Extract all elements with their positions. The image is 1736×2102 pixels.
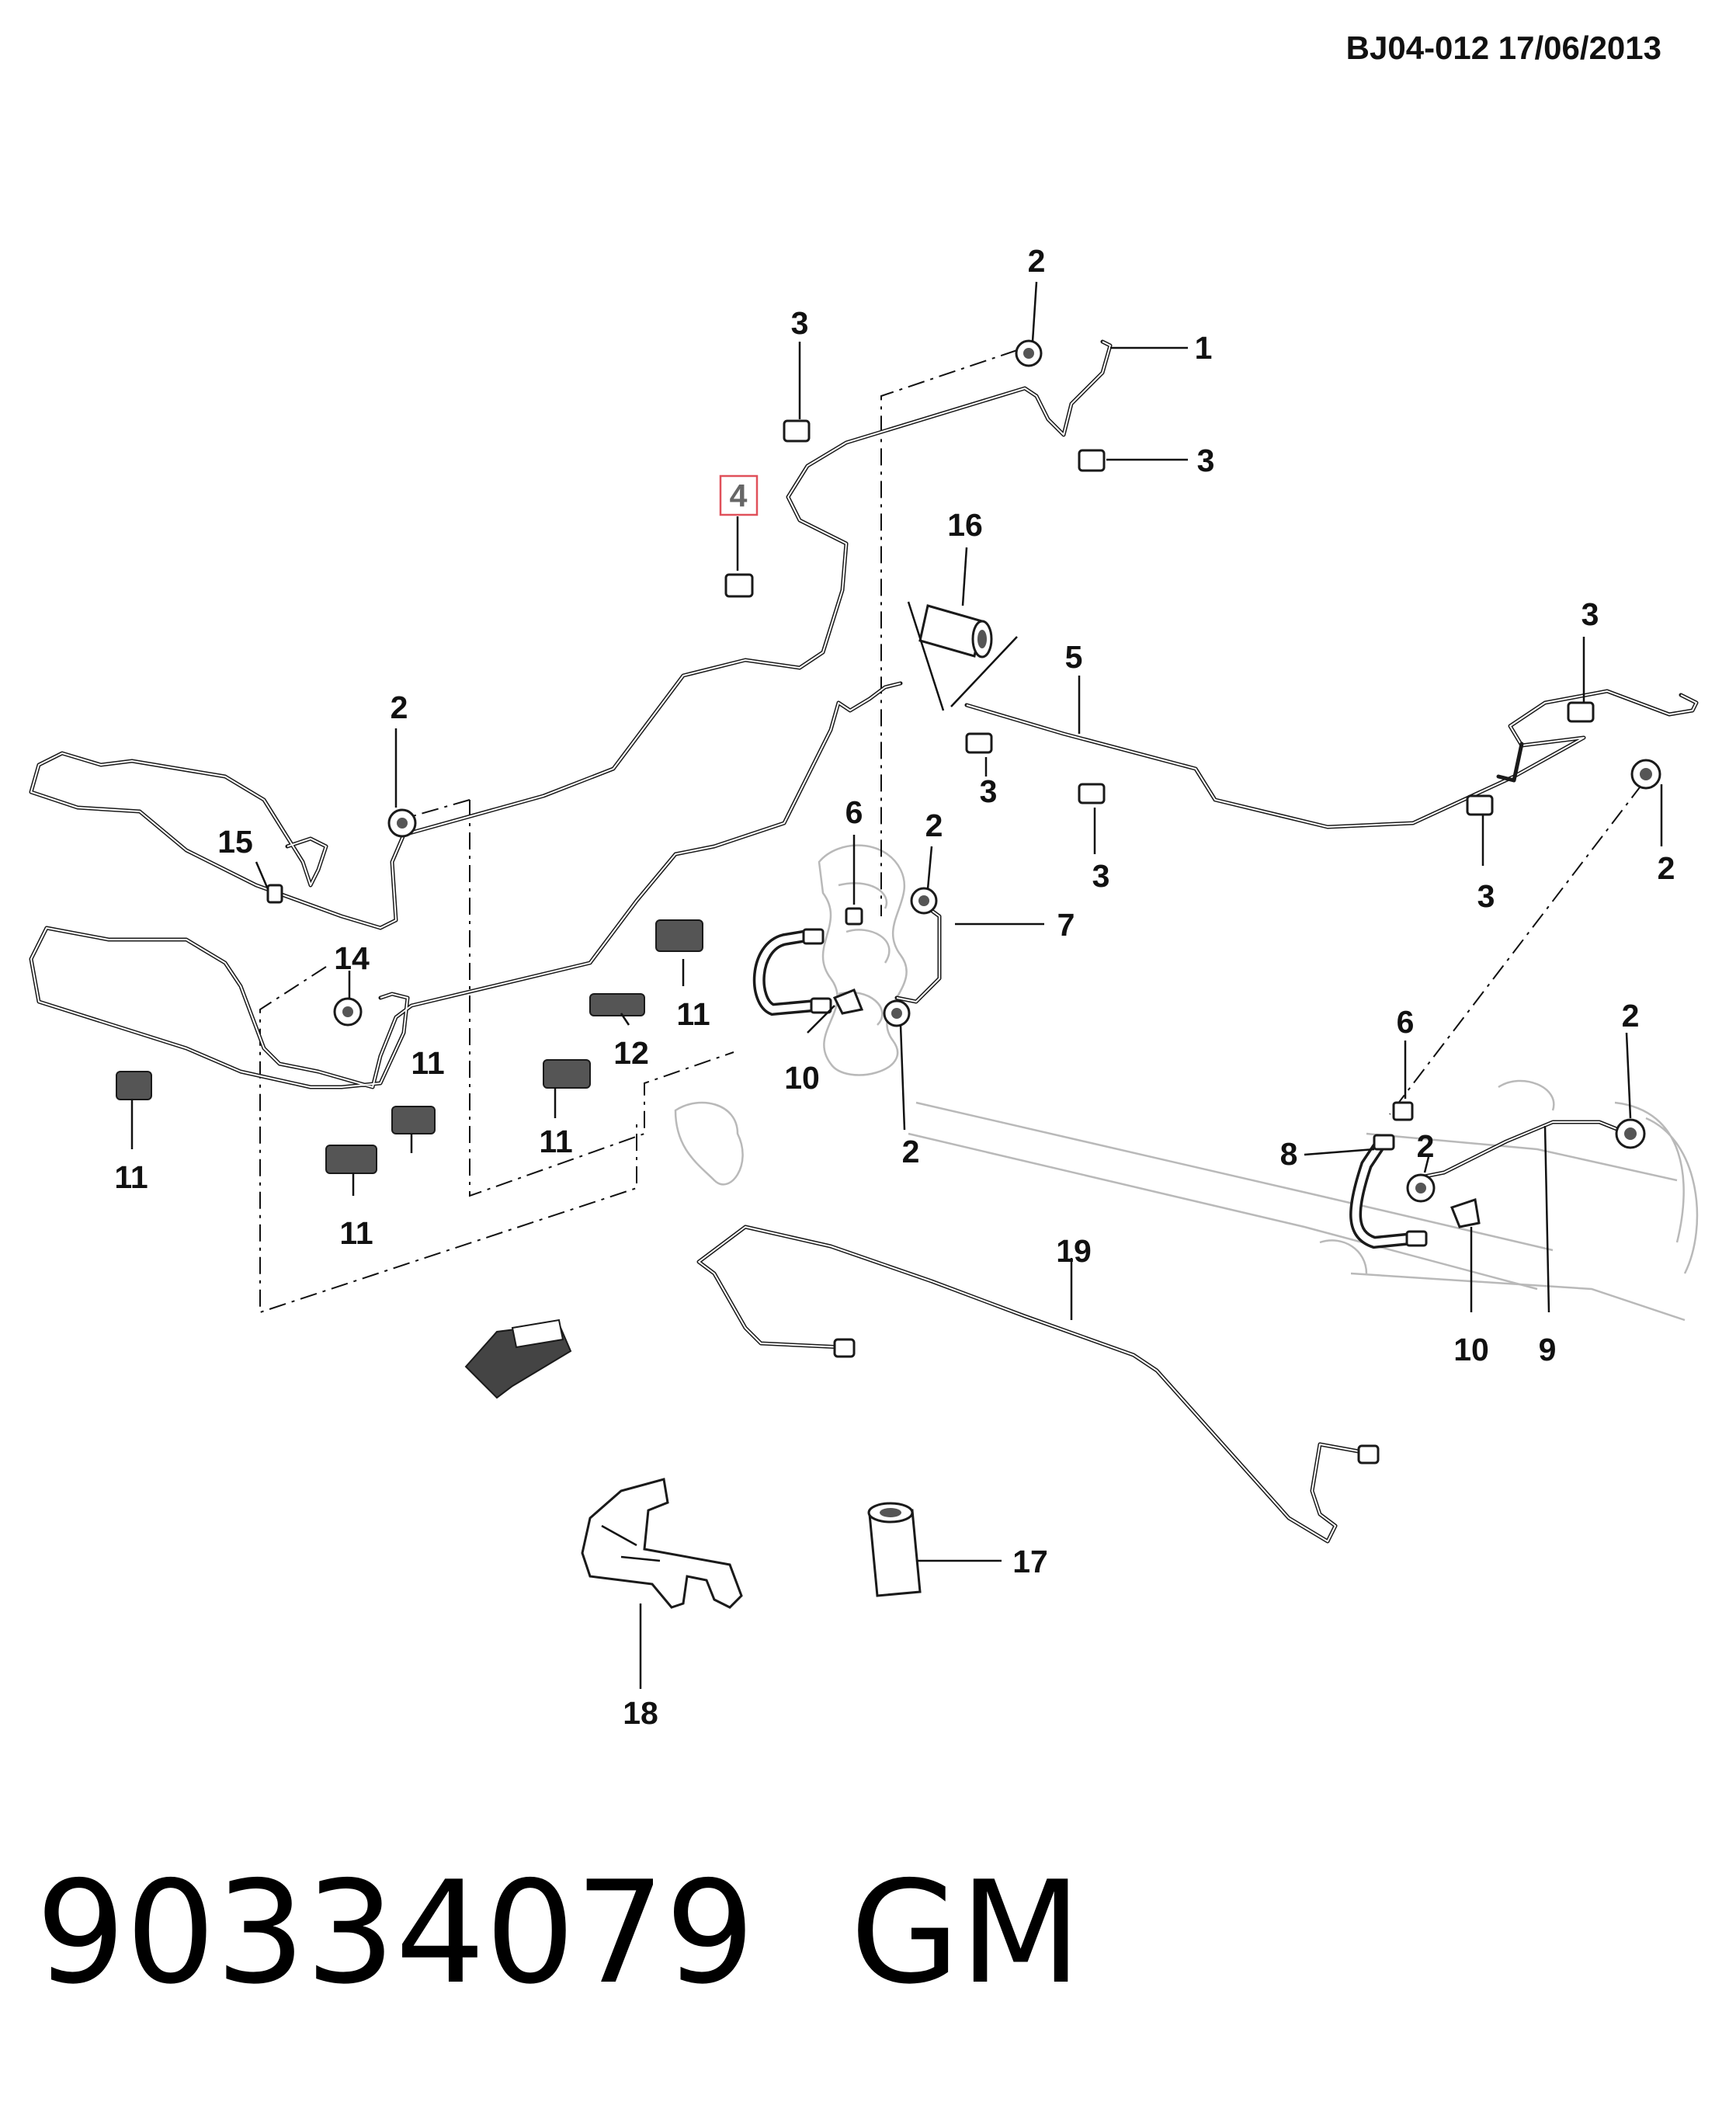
callout-10: 10 <box>1453 1332 1489 1367</box>
clip-4 <box>724 573 754 598</box>
callout-3: 3 <box>791 305 809 341</box>
clip-11b <box>543 1059 591 1089</box>
connector-16 <box>907 601 1018 711</box>
highlight-box <box>719 474 759 516</box>
callout-3: 3 <box>1477 878 1495 914</box>
dashed-reference-lines <box>259 349 1643 1314</box>
clip-3c <box>965 732 993 754</box>
bracket-18 <box>581 1478 743 1609</box>
brake-line-upper <box>29 339 1113 930</box>
callout-2: 2 <box>391 690 408 725</box>
clip-6b <box>1392 1101 1414 1121</box>
callout-2: 2 <box>1658 850 1675 886</box>
callout-2: 2 <box>1622 998 1640 1034</box>
callout-1: 1 <box>1195 330 1213 366</box>
hose-8 <box>1349 1134 1428 1249</box>
brake-line-19 <box>696 1225 1380 1544</box>
clip-11a <box>655 919 703 952</box>
clip-3f <box>1466 794 1494 816</box>
brake-line-lower <box>29 681 903 1089</box>
callout-16: 16 <box>947 507 983 543</box>
callout-19: 19 <box>1056 1233 1092 1269</box>
callout-10: 10 <box>784 1060 820 1096</box>
callout-12: 12 <box>613 1035 649 1071</box>
callout-11: 11 <box>114 1159 148 1195</box>
clip-3b <box>1078 449 1106 472</box>
clips <box>116 419 1595 1228</box>
leader-lines <box>130 281 1663 1689</box>
callout-8: 8 <box>1280 1136 1298 1172</box>
clip-6a <box>845 907 863 926</box>
callout-2: 2 <box>1417 1128 1435 1164</box>
clip-3e <box>1567 701 1595 723</box>
callout-2: 2 <box>902 1134 920 1169</box>
diagram-reference: BJ04-012 17/06/2013 <box>1346 30 1661 66</box>
clip-10a <box>832 988 864 1015</box>
callout-3: 3 <box>1197 443 1215 478</box>
callout-11: 11 <box>411 1045 444 1081</box>
fitting-19a <box>833 1338 856 1358</box>
callout-3: 3 <box>1092 858 1110 894</box>
callout-18: 18 <box>623 1695 658 1731</box>
callout-3: 3 <box>1581 596 1599 632</box>
clip-10b <box>1450 1198 1481 1228</box>
hose-7 <box>752 928 832 1016</box>
brake-line-5 <box>964 689 1699 829</box>
callout-11: 11 <box>339 1215 373 1251</box>
callout-4: 4 <box>730 478 748 513</box>
callout-6: 6 <box>845 794 863 830</box>
clip-12 <box>589 993 645 1016</box>
callout-5: 5 <box>1065 639 1083 675</box>
fitting-nuts <box>333 339 1661 1203</box>
fitting-19b <box>1357 1444 1380 1464</box>
front-direction-arrow-icon <box>464 1319 572 1399</box>
callout-17: 17 <box>1012 1544 1048 1579</box>
connector-17 <box>867 1502 922 1597</box>
clip-15 <box>266 884 283 904</box>
callouts: 1 2 2 2 2 2 2 2 3 3 3 3 3 3 4 5 6 6 7 8 … <box>114 243 1675 1731</box>
brake-line-9 <box>1422 1120 1621 1179</box>
brand-label: GM <box>850 1850 1082 2015</box>
callout-15: 15 <box>217 824 253 860</box>
clip-11e <box>116 1071 152 1100</box>
callout-11: 11 <box>539 1124 572 1159</box>
rear-suspension-ghost <box>674 844 1699 1322</box>
callout-2: 2 <box>1028 243 1046 279</box>
callout-2: 2 <box>925 808 943 843</box>
part-number: 90334079 <box>36 1850 755 2015</box>
callout-14: 14 <box>334 940 370 976</box>
clip-3d <box>1078 783 1106 804</box>
callout-6: 6 <box>1397 1004 1415 1040</box>
clip-3a <box>783 419 811 443</box>
clip-11c <box>391 1106 436 1134</box>
callout-11: 11 <box>676 996 710 1032</box>
callout-9: 9 <box>1539 1332 1557 1367</box>
callout-3: 3 <box>980 773 998 809</box>
callout-7: 7 <box>1057 907 1075 943</box>
clip-11d <box>325 1145 377 1174</box>
